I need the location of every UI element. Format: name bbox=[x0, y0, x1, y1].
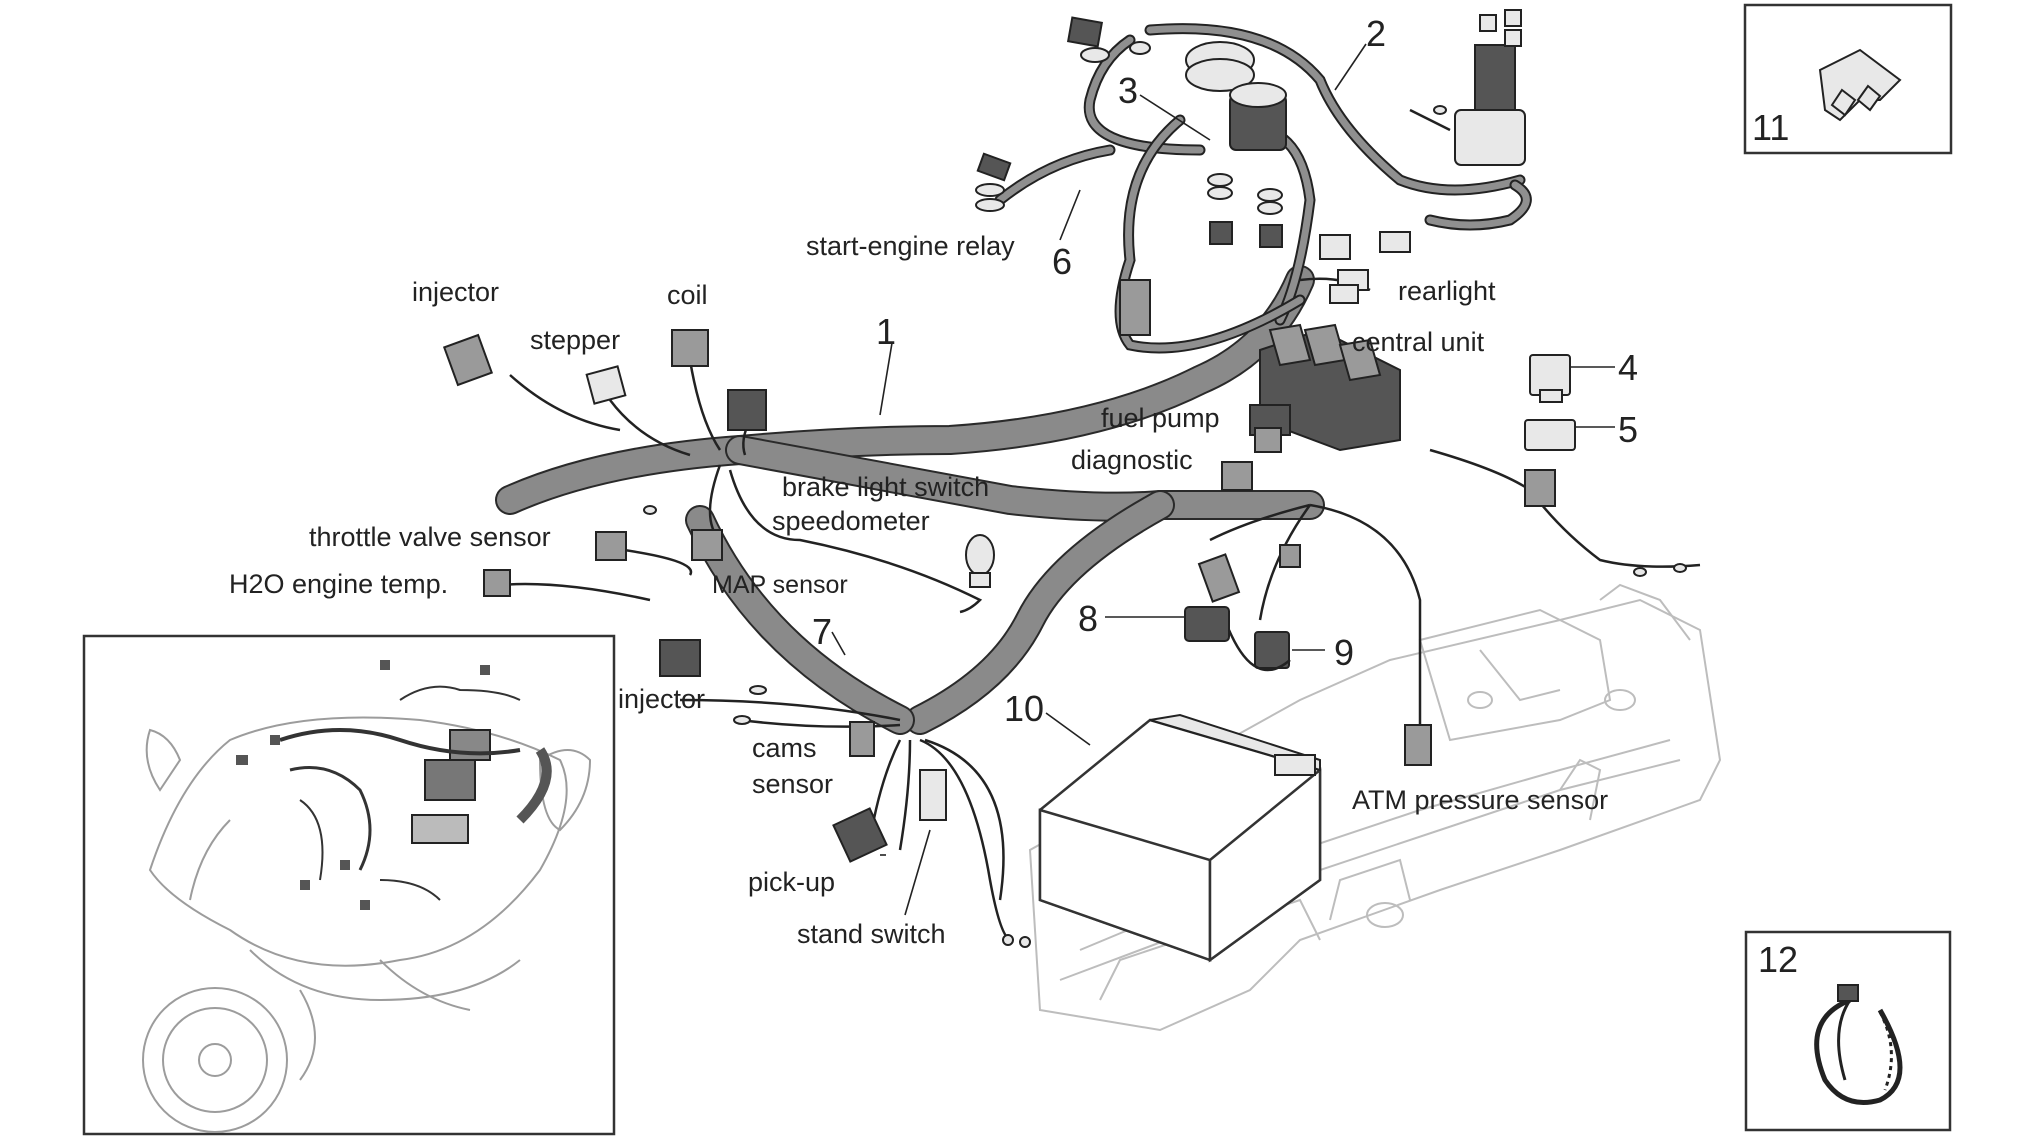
part-number-10: 10 bbox=[1004, 688, 1044, 729]
harness-connectors bbox=[442, 231, 1432, 863]
part-number-2: 2 bbox=[1366, 13, 1386, 54]
ecu-box bbox=[1038, 713, 1322, 963]
part-number-11: 11 bbox=[1752, 107, 1789, 148]
label-map-sensor: MAP sensor bbox=[712, 571, 848, 599]
label-h2o-engine-temp: H2O engine temp. bbox=[229, 569, 448, 599]
label-stepper: stepper bbox=[530, 325, 620, 355]
part-9 bbox=[1227, 629, 1291, 672]
fuse-holder bbox=[1409, 9, 1526, 166]
part-number-5: 5 bbox=[1618, 409, 1638, 450]
part-number-9: 9 bbox=[1334, 632, 1354, 673]
label-coil: coil bbox=[667, 280, 708, 310]
inset-motorcycle bbox=[82, 634, 616, 1136]
part-11-box bbox=[1743, 3, 1953, 155]
label-atm-pressure-sensor: ATM pressure sensor bbox=[1352, 785, 1608, 815]
relay-connector bbox=[1524, 469, 1556, 507]
part-number-4: 4 bbox=[1618, 347, 1638, 388]
label-rearlight: rearlight bbox=[1398, 276, 1496, 306]
relay-5 bbox=[1524, 419, 1576, 451]
part-8 bbox=[1184, 606, 1230, 642]
part-12-box bbox=[1744, 930, 1952, 1132]
label-pick-up: pick-up bbox=[748, 867, 835, 897]
label-injector-bottom: injector bbox=[618, 684, 705, 714]
label-injector-top: injector bbox=[412, 277, 499, 307]
label-cams: cams bbox=[752, 733, 817, 763]
label-stand-switch: stand switch bbox=[797, 919, 946, 949]
branch-wires bbox=[499, 277, 1701, 942]
label-fuel-pump: fuel pump bbox=[1101, 403, 1220, 433]
label-start-engine-relay: start-engine relay bbox=[806, 231, 1015, 261]
part-number-3: 3 bbox=[1118, 70, 1138, 111]
leader-lines bbox=[831, 43, 1615, 916]
callout-labels: injector stepper coil start-engine relay… bbox=[229, 231, 1608, 949]
wire-terminals bbox=[643, 105, 1687, 948]
label-throttle-valve-sensor: throttle valve sensor bbox=[309, 522, 551, 552]
part-number-8: 8 bbox=[1078, 598, 1098, 639]
part-number-12: 12 bbox=[1758, 939, 1798, 980]
label-sensor: sensor bbox=[752, 769, 833, 799]
relay-4 bbox=[1529, 354, 1571, 403]
label-brake-light-switch: brake light switch bbox=[782, 472, 989, 502]
part-number-7: 7 bbox=[812, 611, 832, 652]
label-central-unit: central unit bbox=[1352, 327, 1485, 357]
label-speedometer: speedometer bbox=[772, 506, 930, 536]
part-numbers: 1 2 3 4 5 6 7 8 9 10 11 12 bbox=[812, 13, 1798, 980]
starter-relay-assembly bbox=[975, 16, 1287, 248]
ground-cable bbox=[994, 144, 1116, 206]
part-number-6: 6 bbox=[1052, 241, 1072, 282]
part-number-1: 1 bbox=[876, 311, 896, 352]
label-diagnostic: diagnostic bbox=[1071, 445, 1193, 475]
